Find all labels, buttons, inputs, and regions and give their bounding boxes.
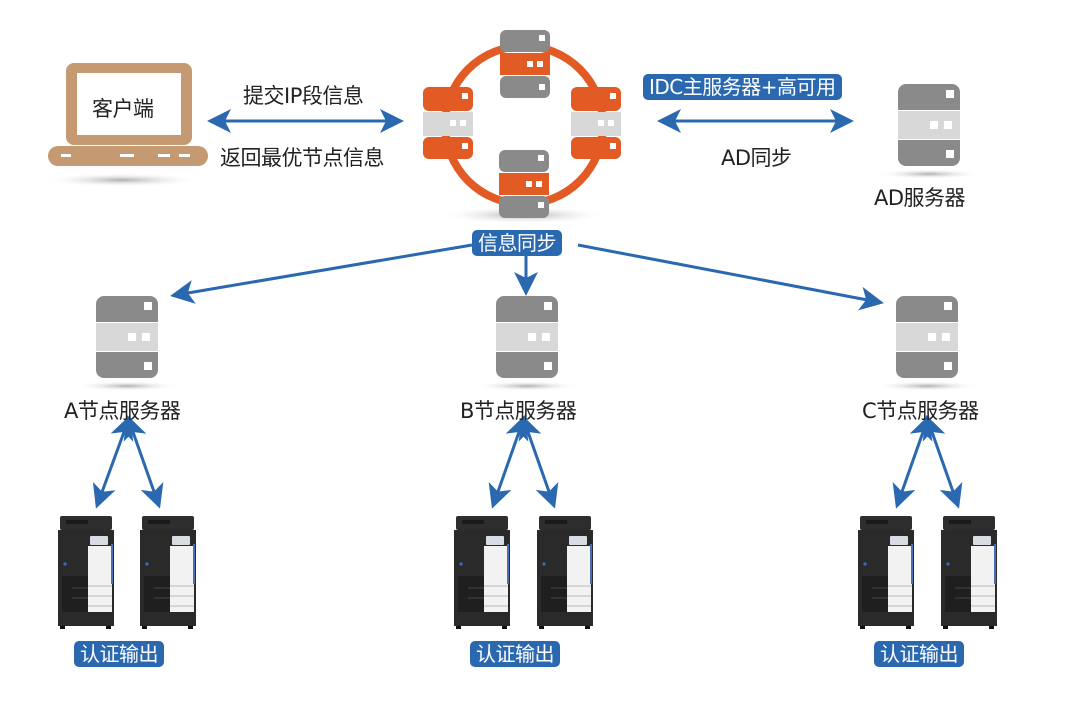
node-b-server-icon xyxy=(475,296,579,391)
node-a-label: A节点服务器 xyxy=(64,399,181,423)
node-c-server-icon xyxy=(875,296,979,391)
node-a-server-icon xyxy=(75,296,179,391)
submit-ip-label: 提交IP段信息 xyxy=(243,84,364,108)
ad-server-label: AD服务器 xyxy=(874,186,966,210)
node-b-printer-1-arrow xyxy=(488,415,529,509)
sync-badge: 信息同步 xyxy=(472,230,562,256)
ad-sync-label: AD同步 xyxy=(721,146,792,170)
ad-server-icon xyxy=(877,84,981,179)
server-cluster-icon xyxy=(423,30,621,224)
node-b-label: B节点服务器 xyxy=(460,399,577,423)
node-b-printer-1-icon xyxy=(454,516,510,629)
node-a-printer-1-icon xyxy=(58,516,114,629)
return-node-label: 返回最优节点信息 xyxy=(220,146,385,170)
node-a-printer-2-icon xyxy=(140,516,196,629)
node-c-printer-1-arrow xyxy=(892,415,933,509)
client-label: 客户端 xyxy=(92,97,154,121)
sync-arrow-c xyxy=(577,243,884,311)
node-c-output-badge: 认证输出 xyxy=(874,641,964,667)
idc-badge: IDC主服务器+高可用 xyxy=(643,74,842,100)
node-c-printer-1-icon xyxy=(858,516,914,629)
node-b-output-badge: 认证输出 xyxy=(470,641,560,667)
node-b-printer-2-arrow xyxy=(518,415,559,509)
node-c-label: C节点服务器 xyxy=(862,399,979,423)
sync-arrow-a xyxy=(170,243,473,304)
node-a-output-badge: 认证输出 xyxy=(74,641,164,667)
laptop-icon xyxy=(42,63,208,187)
node-a-printer-1-arrow xyxy=(92,415,134,509)
node-c-printer-2-arrow xyxy=(922,415,963,509)
node-a-printer-2-arrow xyxy=(123,415,164,509)
node-b-printer-2-icon xyxy=(537,516,593,629)
node-c-printer-2-icon xyxy=(941,516,997,629)
